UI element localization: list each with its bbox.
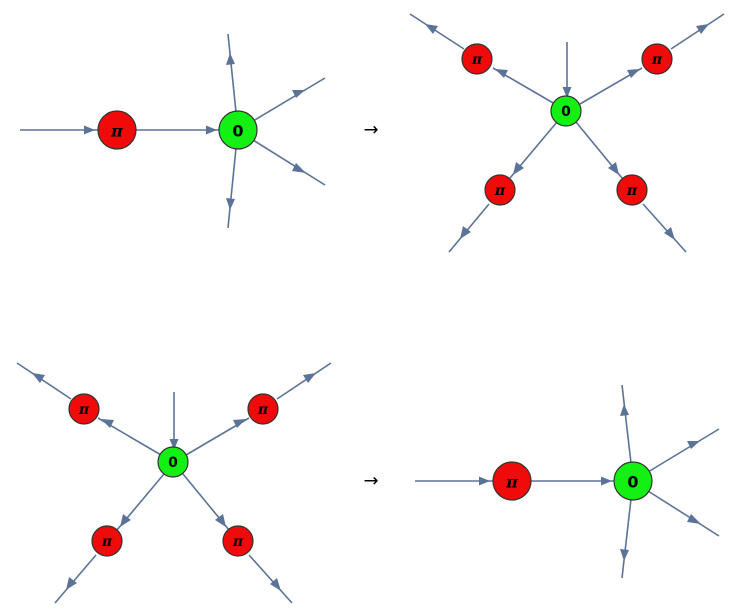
pi-red-spider: π xyxy=(492,461,532,501)
spider-phase-label: π xyxy=(626,183,638,199)
spider-phase-label: π xyxy=(494,183,506,199)
zero-green-spider: 0 xyxy=(157,446,189,478)
pi-red-spider-bottom-right: π xyxy=(222,525,254,557)
green-spider-circle xyxy=(218,110,258,150)
pi-red-spider-top-right: π xyxy=(247,393,279,425)
zero-green-spider: 0 xyxy=(550,95,582,127)
red-spider-circle xyxy=(484,174,516,206)
red-spider-circle xyxy=(222,525,254,557)
zero-green-spider: 0 xyxy=(613,461,653,501)
red-spider-circle xyxy=(68,393,100,425)
red-spider-circle xyxy=(492,461,532,501)
red-spider-circle xyxy=(616,174,648,206)
red-spider-circle xyxy=(97,110,137,150)
pi-red-spider-bottom-left: π xyxy=(91,525,123,557)
spider-phase-label: 0 xyxy=(232,122,243,141)
spider-phase-label: 0 xyxy=(627,473,638,492)
red-spider-circle xyxy=(247,393,279,425)
spider-phase-label: π xyxy=(101,534,113,550)
pi-red-spider-top-right: π xyxy=(641,43,673,75)
pi-red-spider: π xyxy=(97,110,137,150)
pi-red-spider-bottom-left: π xyxy=(484,174,516,206)
spider-phase-label: π xyxy=(110,122,123,141)
pi-red-spider-bottom-right: π xyxy=(616,174,648,206)
spider-phase-label: π xyxy=(78,402,90,418)
rule-2-rhs: π 0 xyxy=(415,384,720,579)
spider-phase-label: π xyxy=(471,52,483,68)
spider-phase-label: π xyxy=(651,52,663,68)
spider-phase-label: π xyxy=(232,534,244,550)
rule-1-rhs: 0 π π π π xyxy=(409,13,725,253)
rewrite-arrow: → xyxy=(363,120,378,141)
spider-phase-label: π xyxy=(505,473,518,492)
spider-phase-label: 0 xyxy=(168,455,178,471)
zero-green-spider: 0 xyxy=(218,110,258,150)
spider-phase-label: π xyxy=(257,402,269,418)
red-spider-circle xyxy=(91,525,123,557)
pi-red-spider-top-left: π xyxy=(461,43,493,75)
red-spider-circle xyxy=(641,43,673,75)
green-spider-circle xyxy=(550,95,582,127)
green-spider-circle xyxy=(613,461,653,501)
rule-2-lhs: 0 π π π π xyxy=(16,362,332,604)
pi-red-spider-top-left: π xyxy=(68,393,100,425)
red-spider-circle xyxy=(461,43,493,75)
rewrite-arrow: → xyxy=(363,471,378,492)
green-spider-circle xyxy=(157,446,189,478)
rule-1-lhs: π 0 xyxy=(20,33,326,229)
spider-phase-label: 0 xyxy=(561,104,571,120)
